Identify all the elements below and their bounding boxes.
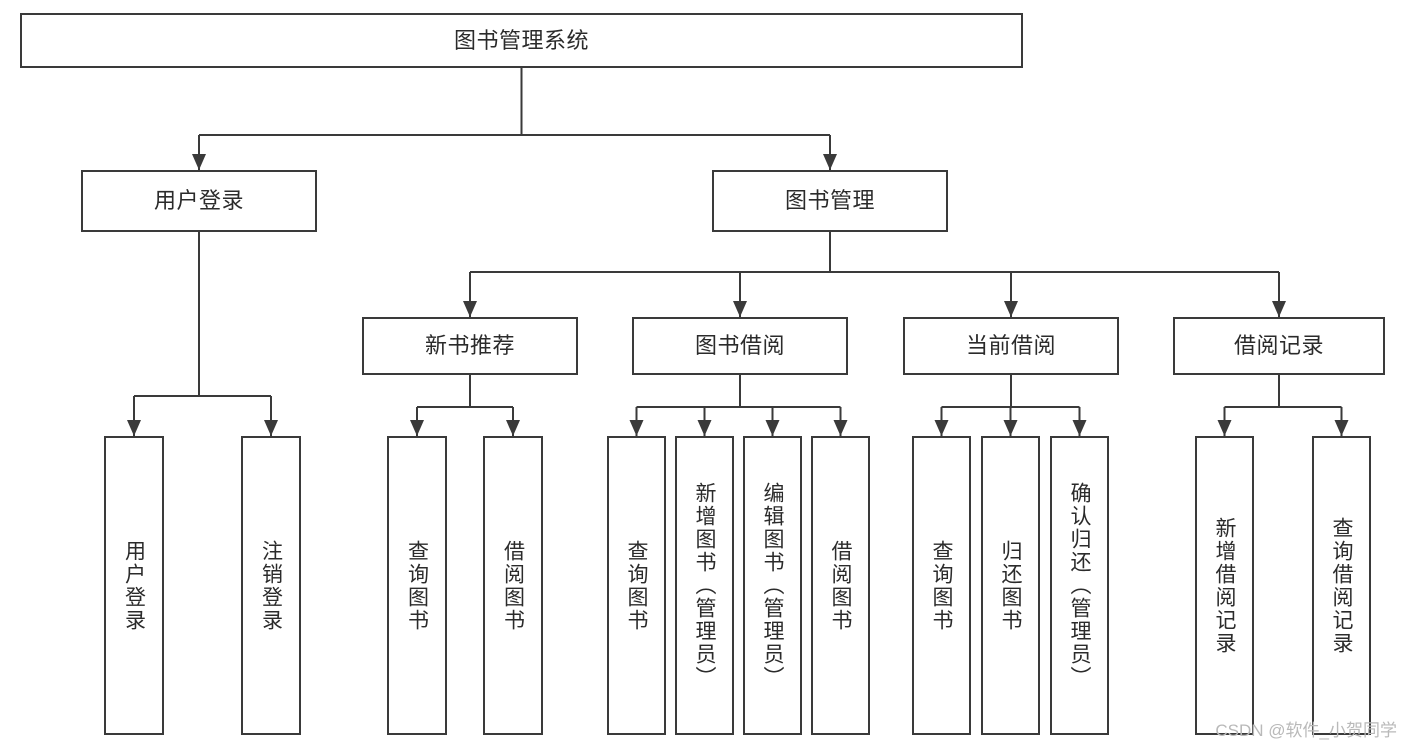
node-new-book-rec[interactable]: 新书推荐 <box>362 317 578 375</box>
node-leaf-add-book[interactable]: 新增图书（管理员） <box>675 436 734 735</box>
node-leaf-query-book-2[interactable]: 查询图书 <box>607 436 666 735</box>
node-label: 归还图书 <box>999 539 1022 632</box>
node-leaf-add-record[interactable]: 新增借阅记录 <box>1195 436 1254 735</box>
arrowhead-leaf-confirm-return <box>1072 420 1087 436</box>
node-label: 新增图书（管理员） <box>693 482 716 689</box>
node-label: 编辑图书（管理员） <box>761 482 784 689</box>
node-leaf-query-book-1[interactable]: 查询图书 <box>387 436 447 735</box>
node-label: 当前借阅 <box>965 333 1056 359</box>
node-root[interactable]: 图书管理系统 <box>20 13 1023 68</box>
node-label: 用户登录 <box>153 188 244 214</box>
node-label: 查询图书 <box>405 539 429 632</box>
node-label: 借阅记录 <box>1233 333 1324 359</box>
node-leaf-borrow-book-2[interactable]: 借阅图书 <box>811 436 870 735</box>
arrowhead-user-login <box>192 154 206 170</box>
node-book-borrow[interactable]: 图书借阅 <box>632 317 848 375</box>
node-label: 借阅图书 <box>829 539 852 632</box>
node-label: 查询图书 <box>930 539 953 632</box>
arrowhead-book-manage <box>823 154 837 170</box>
arrowhead-borrow-record <box>1272 301 1286 317</box>
node-label: 用户登录 <box>122 539 146 632</box>
node-label: 查询借阅记录 <box>1330 516 1353 655</box>
arrowhead-book-borrow <box>733 301 747 317</box>
node-label: 注销登录 <box>259 539 283 632</box>
node-leaf-edit-book[interactable]: 编辑图书（管理员） <box>743 436 802 735</box>
arrowhead-leaf-logout <box>264 420 278 436</box>
node-label: 借阅图书 <box>501 539 525 632</box>
arrowhead-leaf-edit-book <box>765 420 780 436</box>
arrowhead-leaf-borrow-book-1 <box>506 420 520 436</box>
arrowhead-leaf-query-book-1 <box>410 420 424 436</box>
node-label: 新书推荐 <box>424 333 515 359</box>
node-label: 图书管理 <box>784 188 875 214</box>
node-leaf-user-login[interactable]: 用户登录 <box>104 436 164 735</box>
arrowhead-leaf-query-record <box>1334 420 1349 436</box>
arrowhead-leaf-return-book <box>1003 420 1018 436</box>
node-borrow-record[interactable]: 借阅记录 <box>1173 317 1385 375</box>
node-leaf-query-book-3[interactable]: 查询图书 <box>912 436 971 735</box>
arrowhead-leaf-query-book-3 <box>934 420 949 436</box>
arrowhead-leaf-query-book-2 <box>629 420 644 436</box>
node-label: 图书借阅 <box>694 333 785 359</box>
node-leaf-query-record[interactable]: 查询借阅记录 <box>1312 436 1371 735</box>
node-label: 新增借阅记录 <box>1213 516 1236 655</box>
node-leaf-logout[interactable]: 注销登录 <box>241 436 301 735</box>
node-leaf-confirm-return[interactable]: 确认归还（管理员） <box>1050 436 1109 735</box>
node-book-manage[interactable]: 图书管理 <box>712 170 948 232</box>
node-label: 查询图书 <box>625 539 648 632</box>
arrowhead-leaf-add-book <box>697 420 712 436</box>
arrowhead-leaf-user-login <box>127 420 141 436</box>
arrowhead-leaf-add-record <box>1217 420 1232 436</box>
arrowhead-new-book-rec <box>463 301 477 317</box>
node-leaf-return-book[interactable]: 归还图书 <box>981 436 1040 735</box>
node-current-borrow[interactable]: 当前借阅 <box>903 317 1119 375</box>
arrowhead-leaf-borrow-book-2 <box>833 420 848 436</box>
node-user-login[interactable]: 用户登录 <box>81 170 317 232</box>
node-label: 图书管理系统 <box>453 27 589 53</box>
node-leaf-borrow-book-1[interactable]: 借阅图书 <box>483 436 543 735</box>
arrowhead-current-borrow <box>1004 301 1018 317</box>
node-label: 确认归还（管理员） <box>1068 482 1091 689</box>
watermark: CSDN @软件_小贺同学 <box>1215 721 1397 740</box>
